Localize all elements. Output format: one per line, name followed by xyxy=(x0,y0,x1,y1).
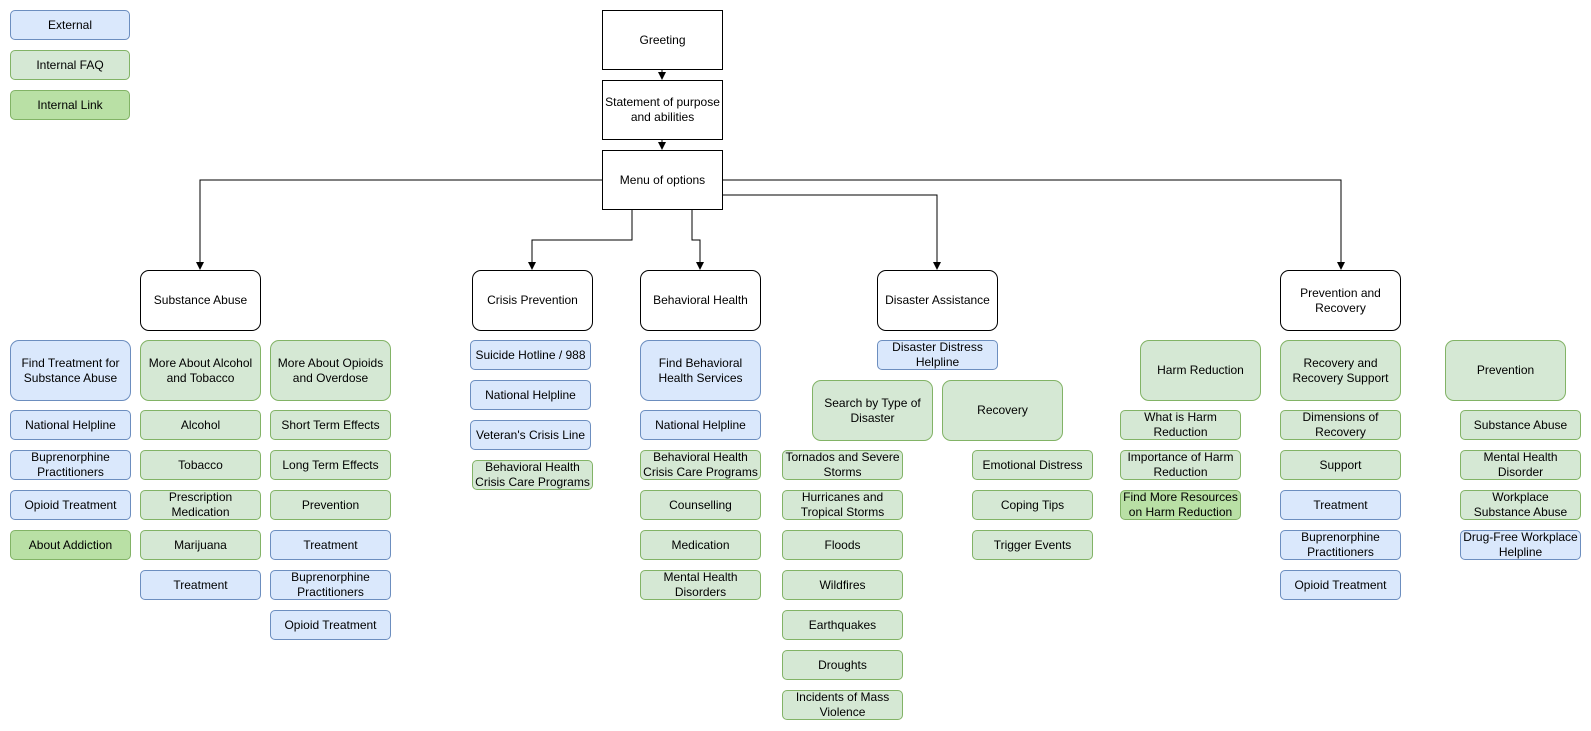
bh-crisis-care-programs[interactable]: Behavioral Health Crisis Care Programs xyxy=(640,450,761,480)
da-tornados[interactable]: Tornados and Severe Storms xyxy=(782,450,903,480)
pv-mental-health-disorder[interactable]: Mental Health Disorder xyxy=(1460,450,1581,480)
recovery-support[interactable]: Recovery and Recovery Support xyxy=(1280,340,1401,401)
bh-medication[interactable]: Medication xyxy=(640,530,761,560)
hr-what-is[interactable]: What is Harm Reduction xyxy=(1120,410,1241,440)
hr-importance[interactable]: Importance of Harm Reduction xyxy=(1120,450,1241,480)
sa-about-addiction[interactable]: About Addiction xyxy=(10,530,131,560)
at-prescription-medication[interactable]: Prescription Medication xyxy=(140,490,261,520)
da-recovery[interactable]: Recovery xyxy=(942,380,1063,441)
op-long-term-effects[interactable]: Long Term Effects xyxy=(270,450,391,480)
category-substance-abuse[interactable]: Substance Abuse xyxy=(140,270,261,331)
at-treatment[interactable]: Treatment xyxy=(140,570,261,600)
pv-substance-abuse[interactable]: Substance Abuse xyxy=(1460,410,1581,440)
legend-internal-faq: Internal FAQ xyxy=(10,50,130,80)
category-crisis-prevention[interactable]: Crisis Prevention xyxy=(472,270,593,331)
find-treatment-substance-abuse[interactable]: Find Treatment for Substance Abuse xyxy=(10,340,131,401)
pv-workplace-substance-abuse[interactable]: Workplace Substance Abuse xyxy=(1460,490,1581,520)
da-search-by-type[interactable]: Search by Type of Disaster xyxy=(812,380,933,441)
da-earthquakes[interactable]: Earthquakes xyxy=(782,610,903,640)
at-tobacco[interactable]: Tobacco xyxy=(140,450,261,480)
cp-crisis-care-programs[interactable]: Behavioral Health Crisis Care Programs xyxy=(472,460,593,490)
da-emotional-distress[interactable]: Emotional Distress xyxy=(972,450,1093,480)
sa-buprenorphine-practitioners[interactable]: Buprenorphine Practitioners xyxy=(10,450,131,480)
category-behavioral-health[interactable]: Behavioral Health xyxy=(640,270,761,331)
da-coping-tips[interactable]: Coping Tips xyxy=(972,490,1093,520)
more-about-alcohol-tobacco[interactable]: More About Alcohol and Tobacco xyxy=(140,340,261,401)
category-disaster-assistance[interactable]: Disaster Assistance xyxy=(877,270,998,331)
rs-treatment[interactable]: Treatment xyxy=(1280,490,1401,520)
statement-node[interactable]: Statement of purpose and abilities xyxy=(602,80,723,140)
da-floods[interactable]: Floods xyxy=(782,530,903,560)
at-marijuana[interactable]: Marijuana xyxy=(140,530,261,560)
op-treatment[interactable]: Treatment xyxy=(270,530,391,560)
edge-menu-prevention-recovery xyxy=(722,179,1345,270)
da-droughts[interactable]: Droughts xyxy=(782,650,903,680)
hr-find-more-resources[interactable]: Find More Resources on Harm Reduction xyxy=(1120,490,1241,520)
find-behavioral-health-services[interactable]: Find Behavioral Health Services xyxy=(640,340,761,401)
op-buprenorphine-practitioners[interactable]: Buprenorphine Practitioners xyxy=(270,570,391,600)
op-opioid-treatment[interactable]: Opioid Treatment xyxy=(270,610,391,640)
bh-national-helpline[interactable]: National Helpline xyxy=(640,410,761,440)
da-hurricanes[interactable]: Hurricanes and Tropical Storms xyxy=(782,490,903,520)
menu-node[interactable]: Menu of options xyxy=(602,150,723,210)
more-about-opioids-overdose[interactable]: More About Opioids and Overdose xyxy=(270,340,391,401)
rs-dimensions[interactable]: Dimensions of Recovery xyxy=(1280,410,1401,440)
edge-menu-crisis-prevention xyxy=(528,210,633,270)
op-short-term-effects[interactable]: Short Term Effects xyxy=(270,410,391,440)
edge-menu-substance-abuse xyxy=(196,179,602,270)
da-wildfires[interactable]: Wildfires xyxy=(782,570,903,600)
cp-veterans-crisis-line[interactable]: Veteran's Crisis Line xyxy=(470,420,591,450)
pv-drug-free-workplace-helpline[interactable]: Drug-Free Workplace Helpline xyxy=(1460,530,1581,560)
cp-national-helpline[interactable]: National Helpline xyxy=(470,380,591,410)
harm-reduction[interactable]: Harm Reduction xyxy=(1140,340,1261,401)
da-trigger-events[interactable]: Trigger Events xyxy=(972,530,1093,560)
legend-internal-link: Internal Link xyxy=(10,90,130,120)
greeting-node[interactable]: Greeting xyxy=(602,10,723,70)
da-distress-helpline[interactable]: Disaster Distress Helpline xyxy=(877,340,998,370)
edge-menu-disaster-assistance xyxy=(722,194,941,270)
sa-opioid-treatment[interactable]: Opioid Treatment xyxy=(10,490,131,520)
rs-support[interactable]: Support xyxy=(1280,450,1401,480)
da-mass-violence[interactable]: Incidents of Mass Violence xyxy=(782,690,903,720)
rs-opioid-treatment[interactable]: Opioid Treatment xyxy=(1280,570,1401,600)
sa-national-helpline[interactable]: National Helpline xyxy=(10,410,131,440)
bh-mental-health-disorders[interactable]: Mental Health Disorders xyxy=(640,570,761,600)
at-alcohol[interactable]: Alcohol xyxy=(140,410,261,440)
prevention[interactable]: Prevention xyxy=(1445,340,1566,401)
cp-suicide-hotline[interactable]: Suicide Hotline / 988 xyxy=(470,340,591,370)
op-prevention[interactable]: Prevention xyxy=(270,490,391,520)
bh-counselling[interactable]: Counselling xyxy=(640,490,761,520)
category-prevention-recovery[interactable]: Prevention and Recovery xyxy=(1280,270,1401,331)
legend-external: External xyxy=(10,10,130,40)
edge-menu-behavioral-health xyxy=(691,210,704,270)
rs-buprenorphine-practitioners[interactable]: Buprenorphine Practitioners xyxy=(1280,530,1401,560)
